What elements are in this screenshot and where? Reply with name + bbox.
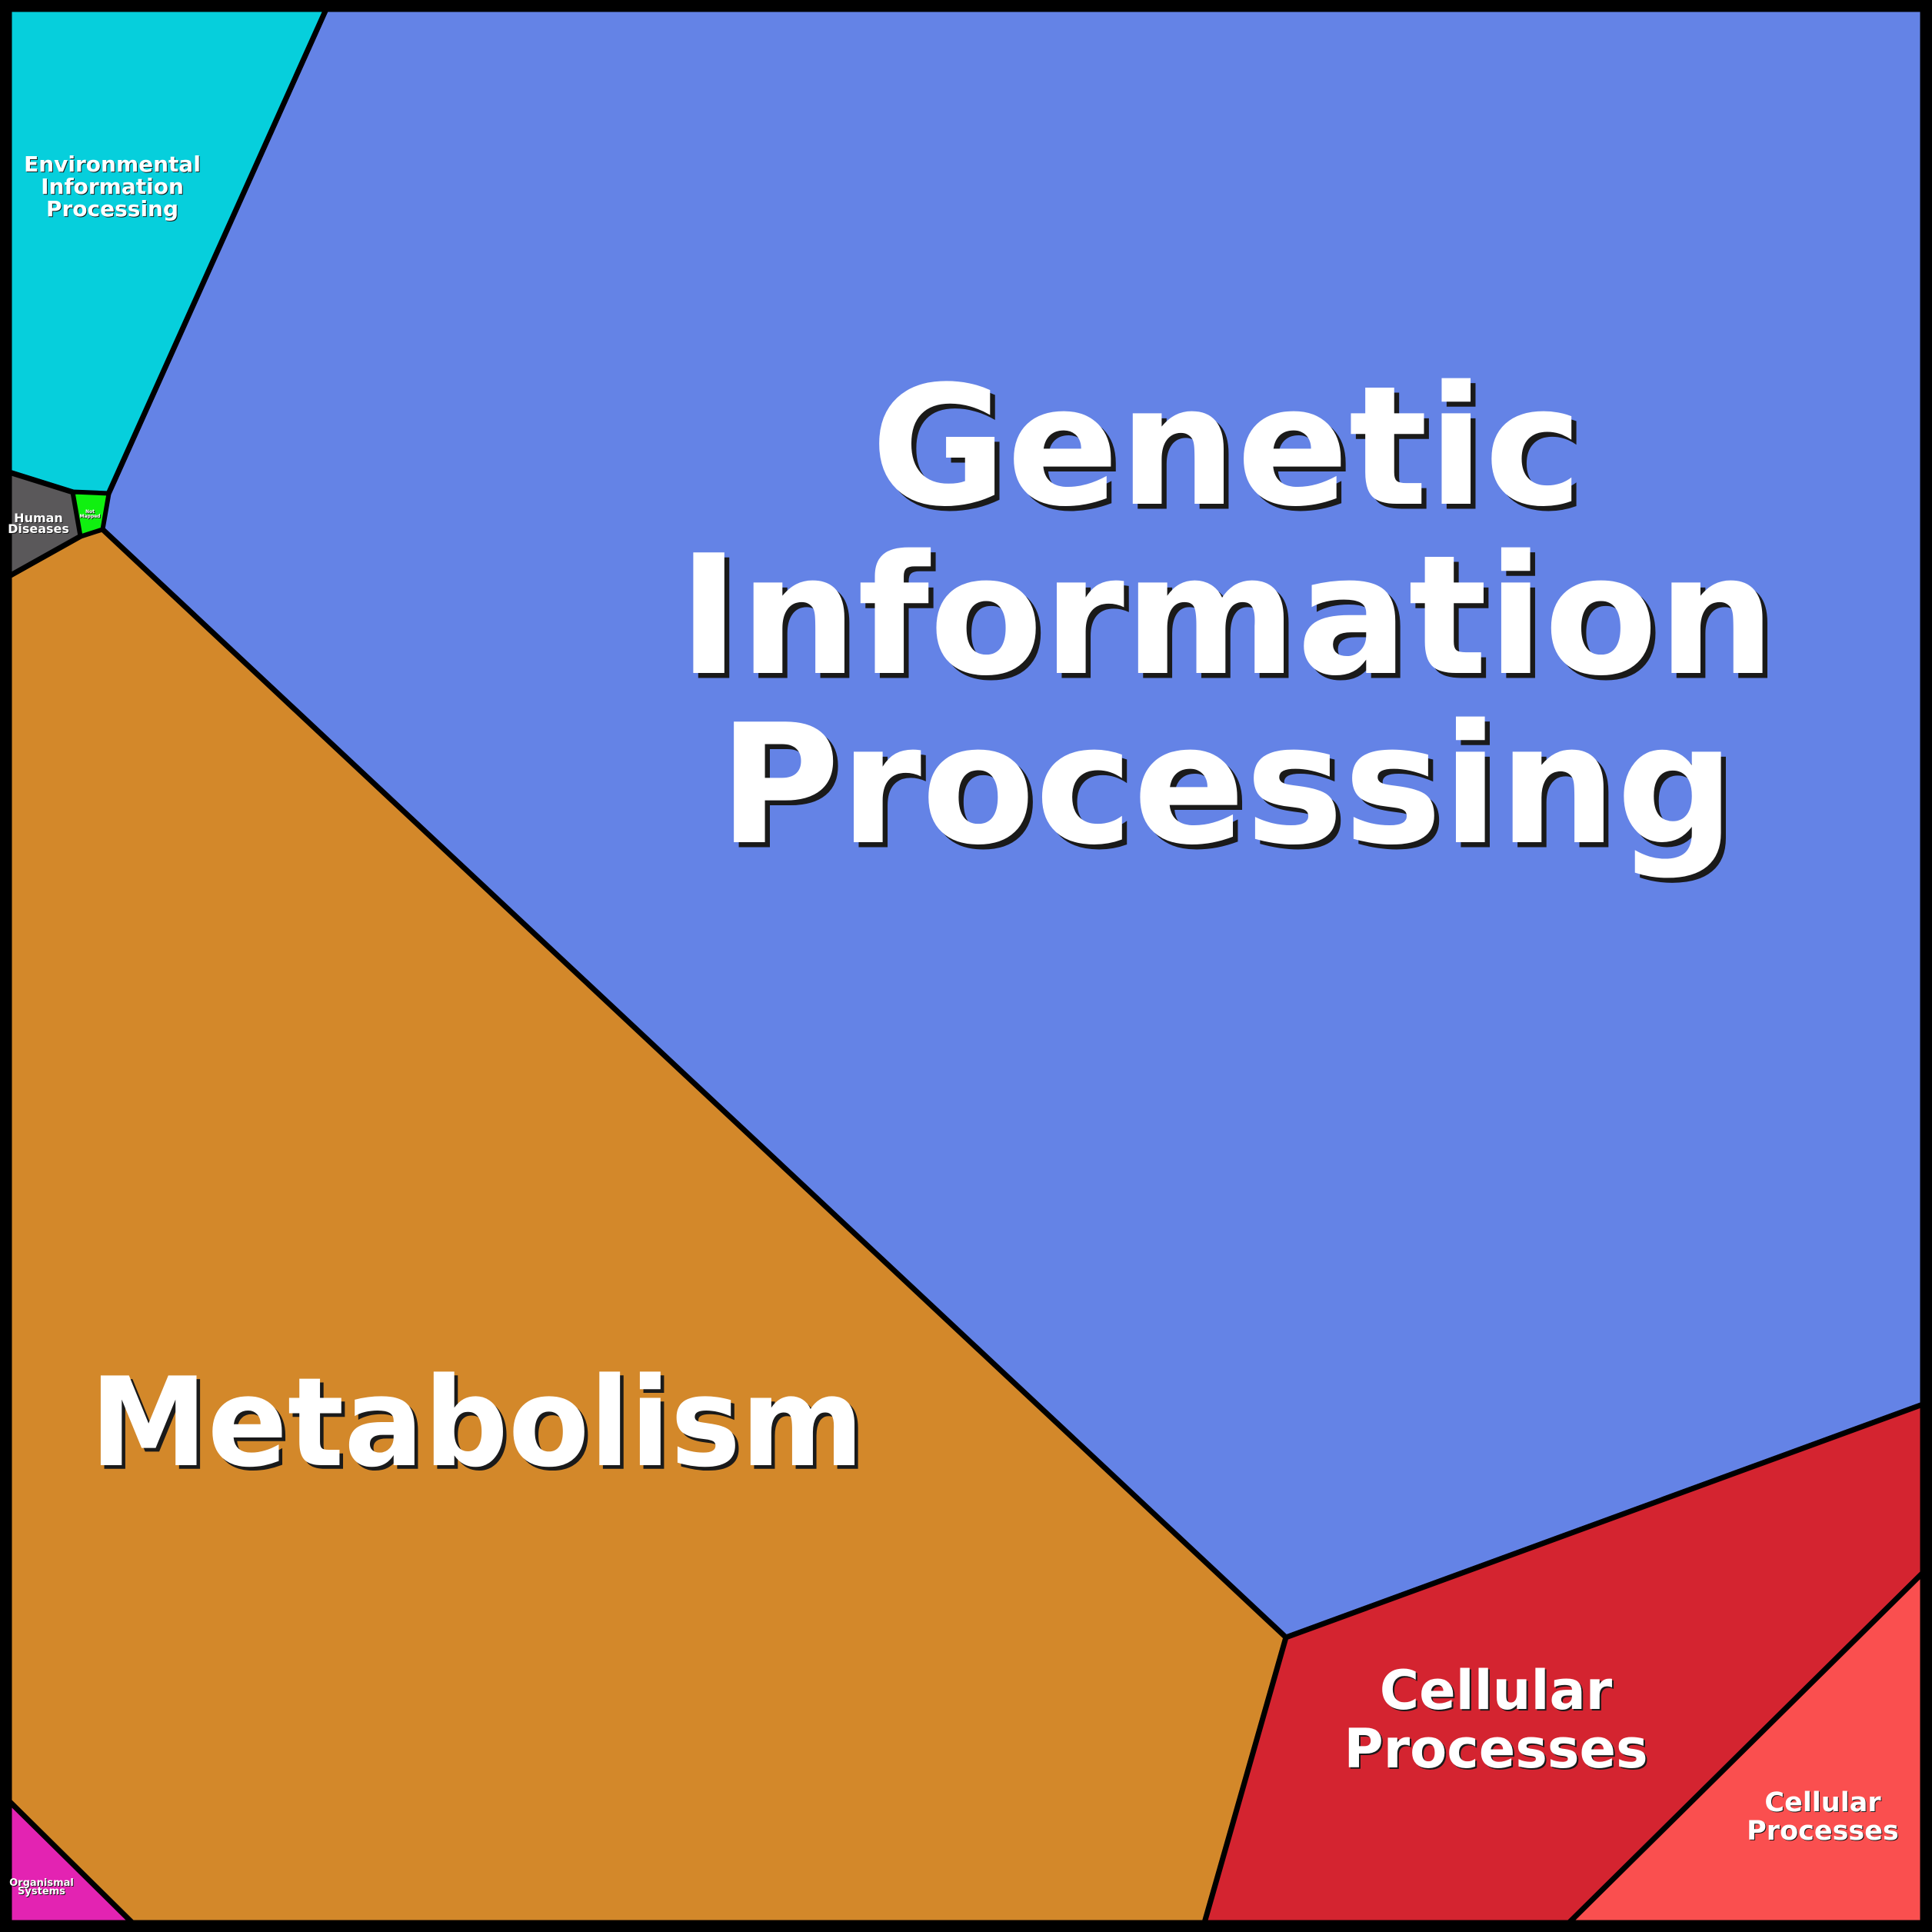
label-shadow: Diseases [8, 522, 70, 537]
label-line: Information [678, 519, 1776, 712]
label-shadow: Processing [724, 693, 1740, 886]
label-shadow: Metabolism [93, 1354, 867, 1498]
label-line: Systems [18, 1886, 65, 1897]
label-line: Mapped [80, 514, 101, 519]
label-shadow: Information [683, 524, 1780, 717]
region-cellular-2 [1562, 1566, 1926, 1926]
label-line: Processing [718, 688, 1734, 881]
label-shadow: Processing [47, 197, 179, 222]
region-organismal [6, 1794, 139, 1926]
label-line: Processes [1747, 1816, 1899, 1847]
label-shadow: Mapped [81, 515, 102, 520]
label-line: Cellular [1764, 1787, 1881, 1818]
label-line: Diseases [8, 521, 69, 536]
label-shadow: Cellular [1381, 1661, 1614, 1724]
label-shadow: Organismal [10, 1878, 75, 1890]
label-shadow: Genetic [876, 355, 1587, 548]
label-line: Metabolism [90, 1351, 864, 1494]
label-line: Information [41, 174, 184, 199]
label-shadow: Cellular [1765, 1788, 1882, 1819]
label-shadow: Information [42, 175, 185, 200]
label-line: Processing [46, 196, 178, 222]
label-line: Not [85, 509, 95, 515]
label-line: Environmental [24, 152, 201, 177]
label-genetic: GeneticGeneticInformationInformationProc… [678, 350, 1780, 886]
label-shadow: Human [15, 511, 64, 526]
label-line: Genetic [871, 350, 1582, 543]
label-shadow: Not [86, 510, 95, 515]
label-shadow: Systems [18, 1887, 66, 1898]
label-shadow: Processes [1747, 1817, 1900, 1847]
label-line: Cellular [1380, 1659, 1613, 1722]
label-line: Human [14, 511, 63, 525]
label-shadow: Processes [1345, 1719, 1649, 1782]
region-not-mapped [70, 490, 111, 539]
label-shadow: Environmental [25, 152, 202, 178]
label-line: Organismal [9, 1877, 74, 1889]
label-line: Processes [1344, 1717, 1647, 1780]
label-environmental: EnvironmentalEnvironmentalInformationInf… [24, 152, 202, 222]
